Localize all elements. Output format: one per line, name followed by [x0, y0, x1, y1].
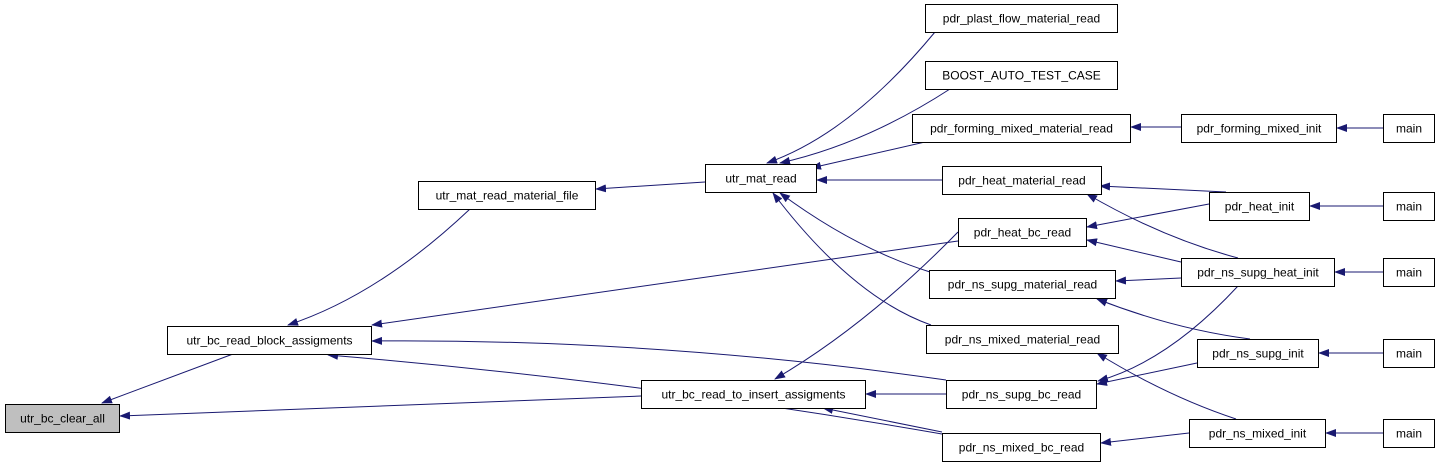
- edge-forming_mat-to-mat_read: [810, 141, 926, 170]
- node-box[interactable]: [5, 404, 120, 433]
- node-box[interactable]: [1181, 114, 1337, 143]
- edge-ns_mixed_mat-to-mat_read: [772, 192, 932, 326]
- nodes-layer: utr_bc_clear_all utr_bc_read_block_assigm…: [5, 4, 1435, 462]
- edge-heat_init-to-heat_mat: [1099, 182, 1227, 193]
- node-box[interactable]: [1383, 419, 1435, 448]
- node-heat-mat[interactable]: pdr_heat_material_read: [942, 166, 1102, 195]
- node-box[interactable]: [912, 114, 1131, 143]
- node-box[interactable]: [958, 218, 1087, 247]
- node-label: pdr_heat_material_read: [958, 174, 1085, 188]
- node-clear-all[interactable]: utr_bc_clear_all: [5, 404, 120, 433]
- node-label: utr_mat_read_material_file: [436, 189, 579, 203]
- node-label: main: [1396, 347, 1422, 361]
- node-box[interactable]: [929, 270, 1116, 299]
- node-box[interactable]: [925, 61, 1118, 90]
- node-box[interactable]: [1383, 114, 1435, 143]
- node-ns-supg-init[interactable]: pdr_ns_supg_init: [1197, 339, 1319, 368]
- node-label: pdr_forming_mixed_init: [1197, 122, 1322, 136]
- edge-heat_bc-to-insert: [774, 231, 959, 380]
- node-ns-supg-bc[interactable]: pdr_ns_supg_bc_read: [946, 380, 1097, 409]
- node-label: utr_bc_clear_all: [20, 412, 105, 426]
- node-label: pdr_plast_flow_material_read: [943, 12, 1100, 26]
- edge-heat_bc-to-block: [371, 240, 959, 328]
- node-label: main: [1396, 266, 1422, 280]
- node-box[interactable]: [418, 181, 596, 210]
- node-main5[interactable]: main: [1383, 419, 1435, 448]
- node-label: pdr_heat_bc_read: [974, 226, 1071, 240]
- node-plast[interactable]: pdr_plast_flow_material_read: [925, 4, 1118, 33]
- node-label: main: [1396, 427, 1422, 441]
- node-main3[interactable]: main: [1383, 258, 1435, 287]
- edge-ns_mixed_bc-to-block: [327, 351, 943, 435]
- edge-ns_supg_bc-to-block: [371, 336, 947, 381]
- node-boost[interactable]: BOOST_AUTO_TEST_CASE: [925, 61, 1118, 90]
- node-box[interactable]: [942, 433, 1101, 462]
- edge-ns_supg_init-to-ns_supg_bc: [1096, 362, 1198, 386]
- node-ns-supg-mat[interactable]: pdr_ns_supg_material_read: [929, 270, 1116, 299]
- node-box[interactable]: [942, 166, 1102, 195]
- node-label: utr_bc_read_block_assigments: [186, 334, 352, 348]
- edge-plast-to-mat_read: [766, 31, 936, 164]
- node-label: pdr_ns_mixed_bc_read: [959, 441, 1084, 455]
- edge-ns_supg_init-to-ns_supg_mat: [1096, 298, 1251, 340]
- node-ns-mixed-mat[interactable]: pdr_ns_mixed_material_read: [926, 325, 1119, 354]
- node-box[interactable]: [925, 4, 1118, 33]
- node-label: utr_bc_read_to_insert_assigments: [661, 388, 845, 402]
- node-forming-mat[interactable]: pdr_forming_mixed_material_read: [912, 114, 1131, 143]
- edge-ns_supg_heat_init-to-ns_supg_mat: [1115, 276, 1182, 285]
- node-label: pdr_ns_mixed_init: [1209, 427, 1307, 441]
- edge-ns_mixed_init-to-ns_mixed_mat: [1096, 352, 1237, 420]
- edge-mat_file-to-block: [287, 208, 471, 326]
- node-main4[interactable]: main: [1383, 339, 1435, 368]
- edge-ns_supg_heat_init-to-ns_supg_bc: [1097, 285, 1239, 383]
- node-label: pdr_ns_supg_material_read: [948, 278, 1097, 292]
- edges-layer: [101, 31, 1383, 446]
- node-label: main: [1396, 122, 1422, 136]
- node-box[interactable]: [1383, 258, 1435, 287]
- edge-ns_supg_mat-to-mat_read: [779, 192, 931, 273]
- node-block[interactable]: utr_bc_read_block_assigments: [167, 326, 372, 355]
- node-forming-init[interactable]: pdr_forming_mixed_init: [1181, 114, 1337, 143]
- node-box[interactable]: [1383, 192, 1435, 221]
- edge-ns_mixed_init-to-ns_mixed_bc: [1100, 432, 1190, 446]
- node-box[interactable]: [167, 326, 372, 355]
- node-box[interactable]: [1189, 419, 1326, 448]
- node-label: main: [1396, 200, 1422, 214]
- edge-block-to-clear_all: [101, 353, 234, 404]
- node-label: utr_mat_read: [725, 172, 796, 186]
- node-box[interactable]: [705, 164, 817, 193]
- node-box[interactable]: [926, 325, 1119, 354]
- node-box[interactable]: [1383, 339, 1435, 368]
- node-ns-mixed-bc[interactable]: pdr_ns_mixed_bc_read: [942, 433, 1101, 462]
- edge-insert-to-clear_all: [119, 395, 642, 420]
- edge-heat_init-to-heat_bc: [1086, 203, 1210, 230]
- node-label: pdr_ns_supg_init: [1212, 347, 1304, 361]
- edge-ns_mixed_bc-to-insert: [822, 406, 943, 433]
- edge-mat_read-to-mat_file: [595, 181, 706, 193]
- node-mat-file[interactable]: utr_mat_read_material_file: [418, 181, 596, 210]
- node-heat-bc[interactable]: pdr_heat_bc_read: [958, 218, 1087, 247]
- node-box[interactable]: [641, 380, 866, 409]
- node-box[interactable]: [1209, 192, 1310, 221]
- node-ns-supg-heat-init[interactable]: pdr_ns_supg_heat_init: [1181, 258, 1335, 287]
- node-mat-read[interactable]: utr_mat_read: [705, 164, 817, 193]
- node-label: pdr_ns_supg_heat_init: [1197, 266, 1319, 280]
- node-label: pdr_ns_mixed_material_read: [945, 333, 1100, 347]
- node-ns-mixed-init[interactable]: pdr_ns_mixed_init: [1189, 419, 1326, 448]
- edge-ns_supg_heat_init-to-heat_mat: [1086, 193, 1239, 259]
- node-insert[interactable]: utr_bc_read_to_insert_assigments: [641, 380, 866, 409]
- edge-boost-to-mat_read: [779, 88, 951, 165]
- node-box[interactable]: [1181, 258, 1335, 287]
- node-label: BOOST_AUTO_TEST_CASE: [942, 69, 1101, 83]
- node-label: pdr_ns_supg_bc_read: [962, 388, 1081, 402]
- node-label: pdr_forming_mixed_material_read: [930, 122, 1113, 136]
- node-box[interactable]: [946, 380, 1097, 409]
- edge-ns_supg_heat_init-to-heat_bc: [1086, 238, 1182, 263]
- node-box[interactable]: [1197, 339, 1319, 368]
- node-heat-init[interactable]: pdr_heat_init: [1209, 192, 1310, 221]
- node-main2[interactable]: main: [1383, 192, 1435, 221]
- node-main1[interactable]: main: [1383, 114, 1435, 143]
- node-label: pdr_heat_init: [1225, 200, 1295, 214]
